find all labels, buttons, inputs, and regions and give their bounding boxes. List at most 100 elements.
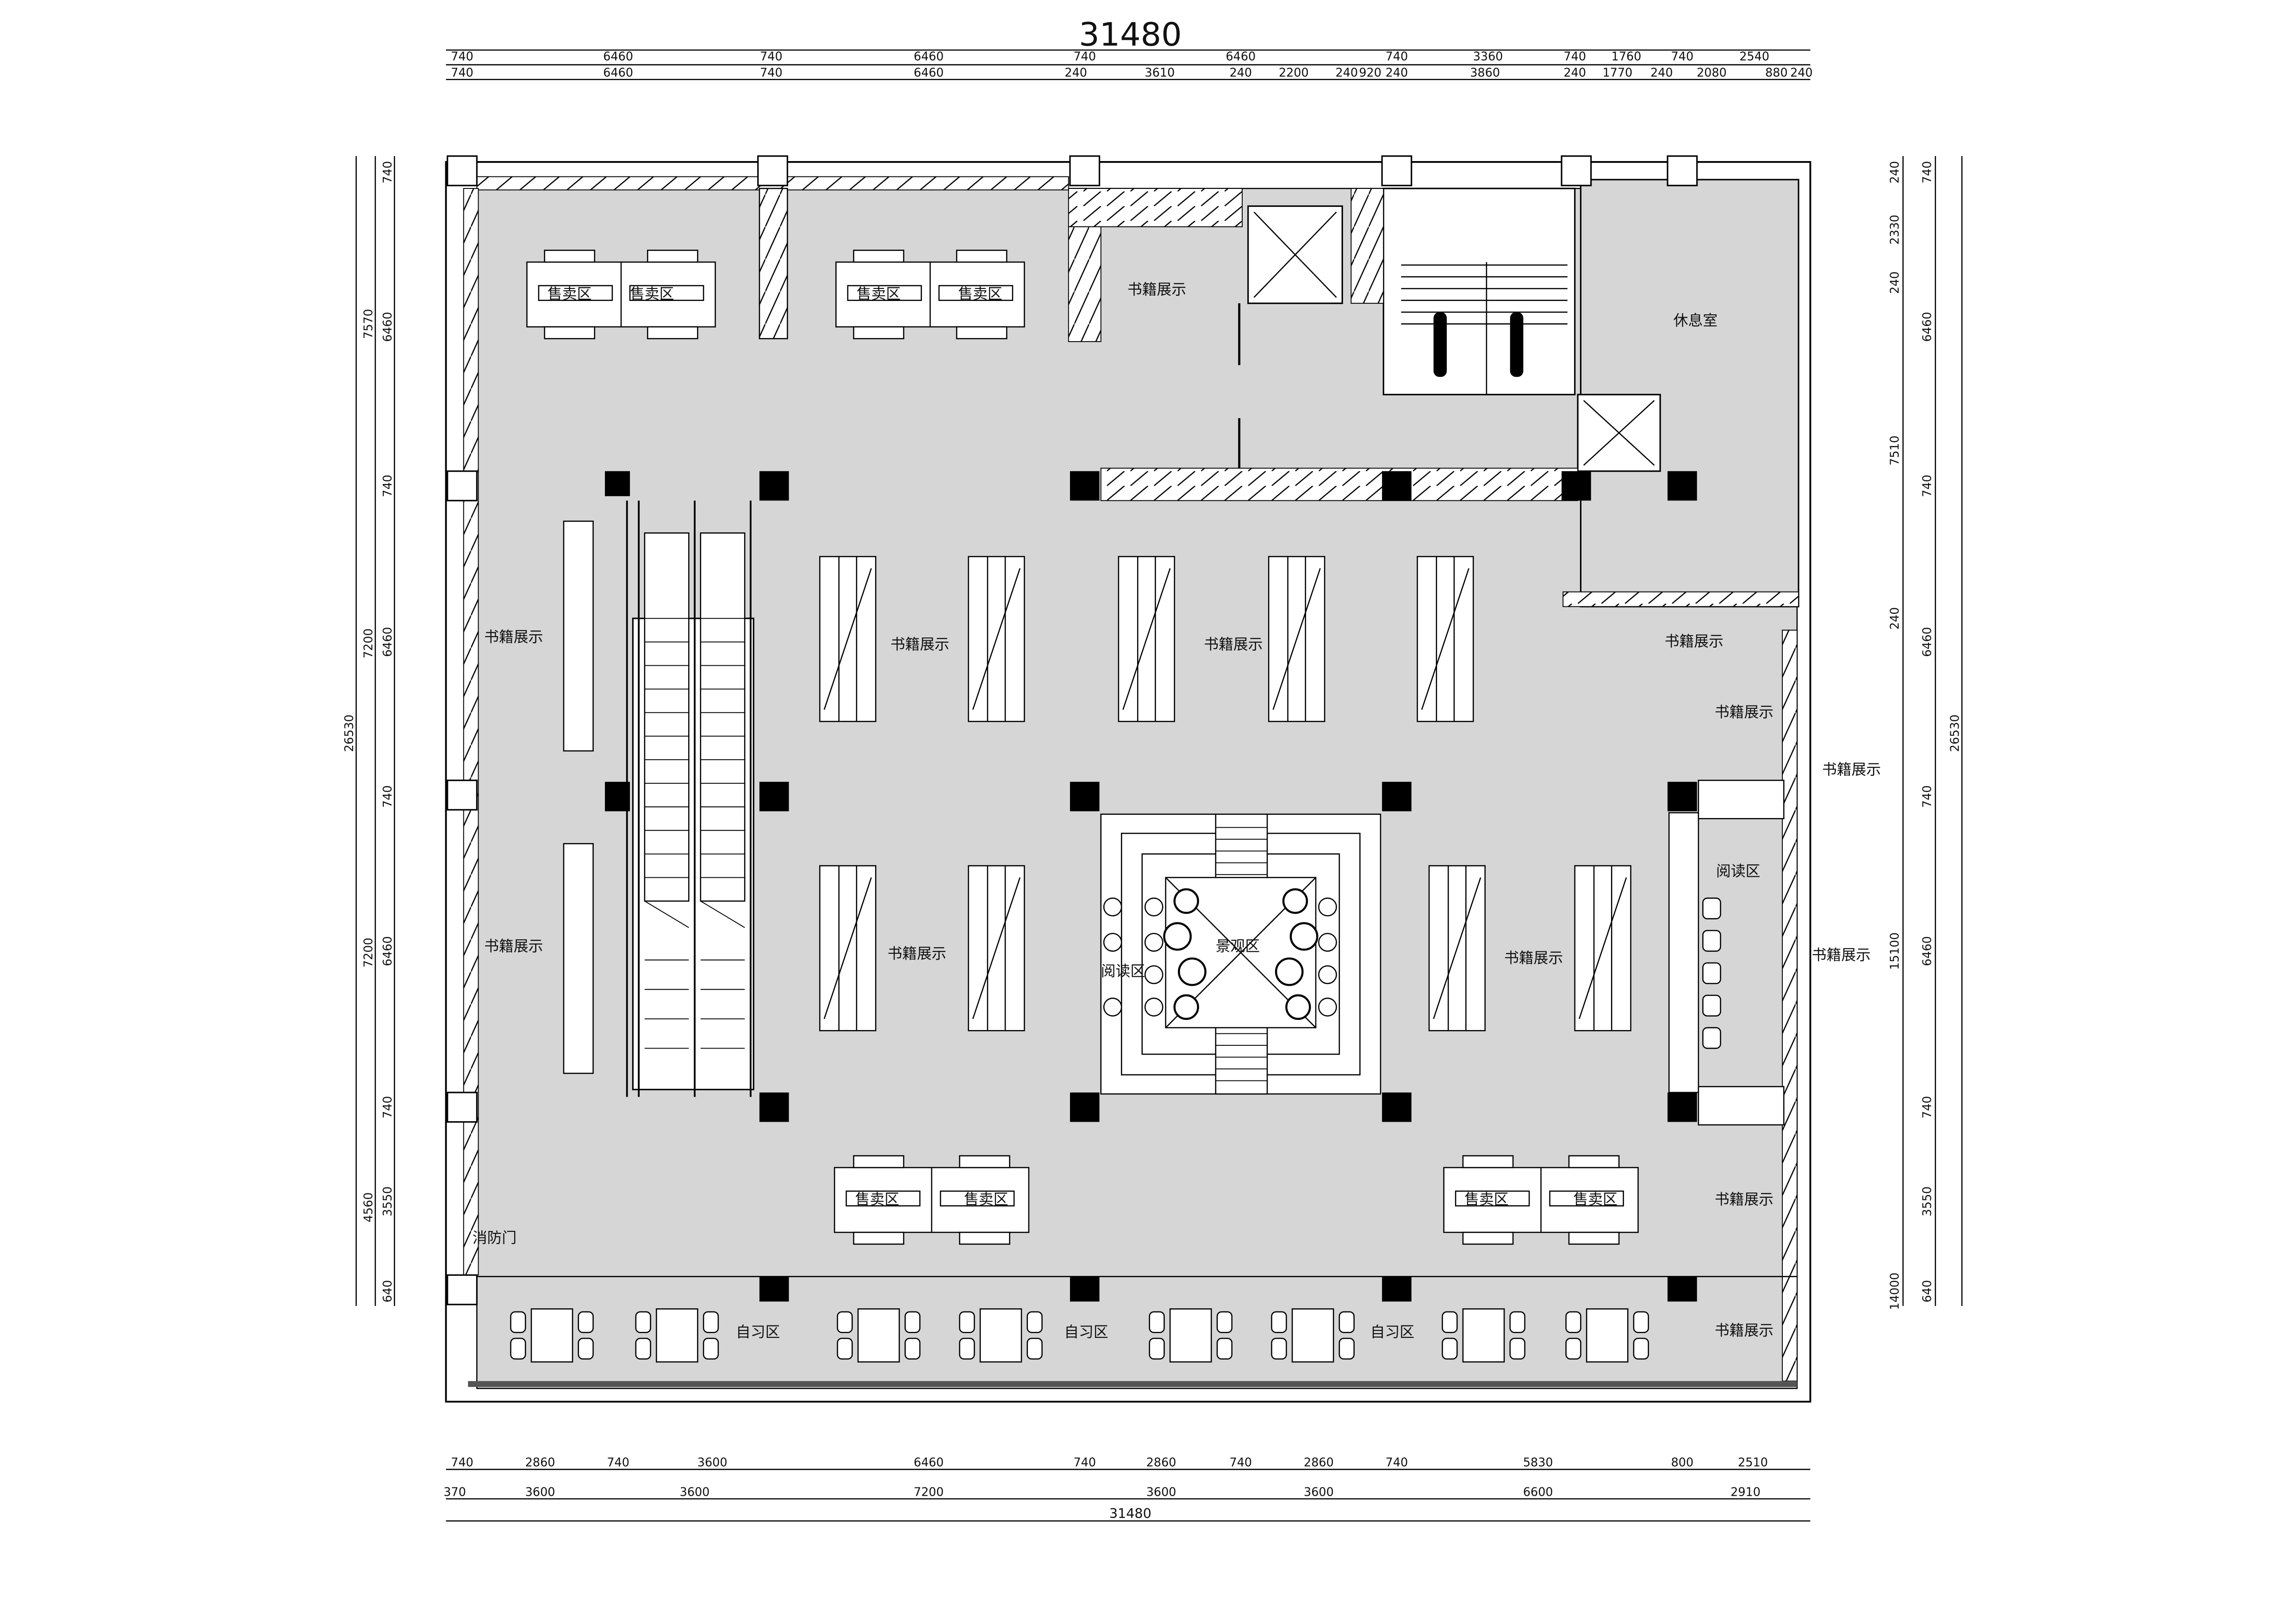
dim-label: 640: [1920, 1280, 1934, 1303]
dim-label: 6600: [1523, 1485, 1553, 1499]
column: [1668, 781, 1697, 812]
dim-label: 740: [1386, 1455, 1408, 1469]
bottom-dim-row-2: 370 3600 3600 7200 3600 3600 6600 2910: [443, 1485, 1761, 1499]
reading-label: 阅读区: [1101, 963, 1145, 980]
dim-label: 2860: [1304, 1455, 1334, 1469]
dim-label: 370: [443, 1485, 466, 1499]
sales-label: 售卖区: [958, 286, 1002, 303]
dim-label: 240: [1386, 65, 1408, 79]
landscape-atrium: [1100, 813, 1381, 1095]
dim-label: 6460: [1920, 936, 1934, 966]
dim-label: 740: [1920, 475, 1934, 497]
dim-label: 240: [1064, 65, 1087, 79]
dim-label: 740: [380, 161, 394, 184]
dim-label: 800: [1671, 1455, 1694, 1469]
book-display-label: 书籍展示: [484, 938, 543, 955]
sales-label: 售卖区: [964, 1191, 1008, 1208]
bookshelf-unit: [1417, 556, 1474, 722]
dim-label: 740: [1920, 161, 1934, 184]
dim-label: 7200: [361, 937, 375, 968]
dim-label: 240: [1790, 65, 1813, 79]
column: [1070, 471, 1100, 501]
sales-counter-group: [834, 1155, 1030, 1245]
study-desks: [510, 1308, 1649, 1363]
dim-label: 640: [380, 1280, 394, 1303]
sales-label: 售卖区: [630, 286, 674, 303]
book-display-label: 书籍展示: [484, 629, 543, 646]
study-label: 自习区: [1370, 1324, 1414, 1341]
service-core: [1068, 179, 1799, 607]
dim-label: 740: [1920, 1096, 1934, 1118]
dim-label: 5830: [1523, 1455, 1553, 1469]
dim-label: 240: [1230, 65, 1252, 79]
dim-label: 240: [1887, 607, 1901, 630]
wall-display: [563, 843, 594, 1074]
right-total-dim: 26530: [1948, 714, 1962, 752]
reading-label: 阅读区: [1716, 862, 1760, 880]
bottom-dim-row-1: 740 2860 740 3600 6460 740 2860 740 2860…: [451, 1455, 1768, 1469]
study-desk: [1442, 1308, 1525, 1363]
column: [1069, 155, 1101, 187]
study-desk: [1565, 1308, 1649, 1363]
dim-label: 2540: [1739, 49, 1769, 63]
dim-label: 740: [451, 65, 473, 79]
fire-door-label: 消防门: [473, 1229, 516, 1246]
core-partition: [1350, 188, 1384, 304]
right-dim-inner: 240 2330 240 7510 240 15100 14000: [1887, 161, 1901, 1310]
sales-counter-group: [526, 250, 716, 339]
dim-label: 6460: [1920, 312, 1934, 342]
wall-display: [563, 520, 594, 752]
dim-label: 880: [1765, 65, 1788, 79]
column: [757, 155, 788, 187]
left-total-dim: 26530: [342, 714, 356, 752]
core-partition: [1100, 468, 1579, 501]
book-display-label: 书籍展示: [1715, 1191, 1773, 1208]
elevator-x-mark: [1253, 212, 1337, 298]
sales-label: 售卖区: [1464, 1191, 1508, 1208]
core-partition: [1562, 591, 1799, 607]
study-desk: [837, 1308, 921, 1363]
left-dim-inner: 740 6460 740 6460 740 6460 740 3550 640: [380, 161, 394, 1303]
column: [447, 1274, 478, 1305]
sales-label: 售卖区: [857, 286, 901, 303]
sales-label: 售卖区: [548, 286, 591, 303]
dim-label: 740: [451, 1455, 473, 1469]
column: [605, 471, 630, 496]
dim-label: 6460: [603, 65, 633, 79]
dim-label: 6460: [380, 312, 394, 342]
lounge-label: 休息室: [1674, 312, 1717, 329]
tree-planting: [1163, 888, 1319, 1020]
core-partition: [1068, 226, 1101, 342]
sales-counters: [526, 250, 1639, 1245]
column: [447, 780, 478, 811]
column: [1667, 155, 1698, 187]
dim-label: 2330: [1887, 215, 1901, 245]
right-dim-outer: 740 6460 740 6460 740 6460 740 3550 640: [1920, 161, 1934, 1303]
column: [1382, 1276, 1412, 1302]
escalator: [626, 500, 754, 1097]
bookshelf-unit: [1428, 865, 1486, 1031]
dim-label: 240: [1650, 65, 1673, 79]
lounge-room: [1580, 179, 1799, 607]
dim-label: 740: [1671, 49, 1694, 63]
book-display-fixtures: [563, 187, 1785, 1126]
bookshelf-unit: [819, 556, 877, 722]
book-display-label: 书籍展示: [1715, 1322, 1773, 1339]
dim-label: 740: [1073, 1455, 1096, 1469]
column: [447, 155, 478, 187]
column: [1382, 471, 1412, 501]
dim-label: 740: [380, 1096, 394, 1118]
dim-label: 740: [1920, 785, 1934, 808]
dim-label: 740: [380, 475, 394, 497]
dim-label: 7570: [361, 309, 375, 339]
book-display-label: 书籍展示: [888, 945, 946, 962]
bottom-dimensions: [446, 1468, 1811, 1522]
dim-label: 3550: [380, 1187, 394, 1217]
column: [1382, 781, 1412, 812]
dim-label: 7510: [1887, 436, 1901, 466]
room-labels: 售卖区 售卖区 售卖区 售卖区 售卖区 售卖区 售卖区 售卖区 书籍展示 书籍展…: [473, 281, 1881, 1341]
dim-label: 3600: [1146, 1485, 1176, 1499]
dim-label: 3600: [1304, 1485, 1334, 1499]
dim-label: 3860: [1470, 65, 1500, 79]
